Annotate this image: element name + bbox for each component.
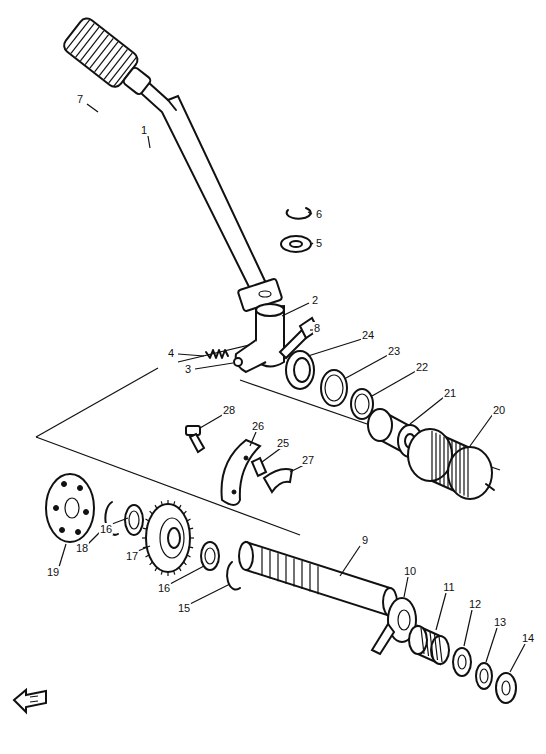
bolt [186,426,204,452]
collar [476,663,492,689]
callout-number: 16 [99,523,113,535]
callout-number: 21 [443,387,457,399]
callout-number: 19 [46,566,60,578]
callout-number: 2 [311,294,319,306]
ratchet-plate [222,440,261,505]
direction-icon [14,690,46,712]
kick-grip [61,15,158,103]
callout-number: 20 [492,404,506,416]
callout-number: 15 [177,602,191,614]
callout-number: 11 [442,581,455,593]
callout-number: 24 [361,329,375,341]
callout-number: 9 [361,534,369,546]
group-frame [36,340,500,535]
callout-number: 28 [222,404,236,416]
callout-number: 5 [315,237,323,249]
washer [281,236,311,252]
washer [496,673,516,703]
callout-number: 27 [301,454,315,466]
callout-number: 17 [125,550,139,562]
kick-lever [122,64,284,372]
circlip [227,562,240,590]
callout-number: 26 [251,420,265,432]
callout-number: 6 [315,208,323,220]
circlip [287,208,311,219]
callout-number: 12 [468,598,482,610]
stopper-plate [46,474,94,542]
callout-number: 13 [493,616,507,628]
clip [264,469,292,492]
washer [125,505,143,535]
callout-number: 22 [415,361,429,373]
kick-gear [408,429,494,499]
callout-number: 7 [76,93,84,105]
ring [321,370,347,406]
kick-axle [239,542,397,616]
callout-number: 1 [140,124,148,136]
leader-lines [59,104,525,672]
torsion-spring [409,626,449,664]
callout-number: 8 [313,322,321,334]
callout-number: 16 [157,582,171,594]
ball [234,358,242,366]
callout-number: 4 [167,347,175,359]
callout-number: 3 [184,363,192,375]
ring [351,389,373,419]
spring-coils [421,628,442,662]
callout-number: 10 [403,565,417,577]
seal-ring [286,351,314,389]
callout-number: 18 [75,542,89,554]
callout-number: 23 [387,345,401,357]
spring [206,350,228,358]
washer [453,648,471,676]
callout-number: 14 [521,632,535,644]
kick-idle-gear [142,500,194,576]
callout-number: 25 [276,437,290,449]
